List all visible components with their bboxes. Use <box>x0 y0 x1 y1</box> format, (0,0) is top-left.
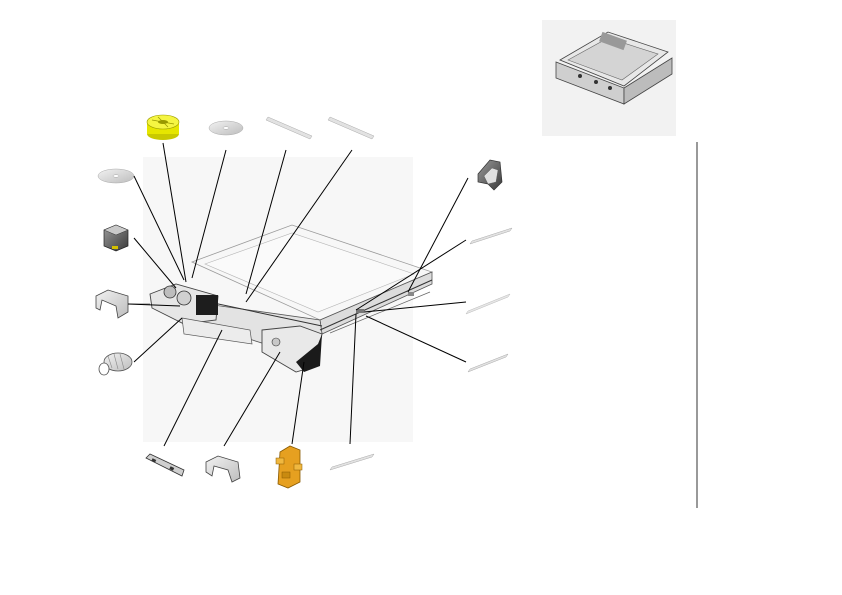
leader-pin-right-b <box>363 301 467 313</box>
thin-strip-b <box>327 116 375 140</box>
black-gear-housing <box>196 295 218 315</box>
leader-washer-left <box>133 175 185 281</box>
leader-spring <box>133 317 183 363</box>
thin-strip-a <box>265 116 313 140</box>
rail-strip-bottom <box>145 453 185 477</box>
leader-washer-right <box>191 149 227 279</box>
leader-lines <box>127 142 469 447</box>
flat-washer-left <box>97 168 135 184</box>
coil-spring <box>98 352 133 376</box>
leader-rail-strip <box>163 329 223 447</box>
bent-bracket-bottom <box>205 455 241 483</box>
orange-latch-block <box>275 445 303 489</box>
leader-bracket-bottom <box>223 351 281 447</box>
leader-motor <box>133 237 177 289</box>
motor-block <box>103 224 129 252</box>
clamp-top-right <box>477 159 503 191</box>
pin-right-a <box>469 227 513 245</box>
leader-strip-b <box>245 149 353 303</box>
bent-bracket-left <box>95 289 150 319</box>
pin-right-c <box>467 353 509 373</box>
assembled-preview <box>542 20 676 136</box>
leader-pin-right-c <box>365 315 467 363</box>
leader-bracket-left <box>127 303 181 307</box>
flat-washer-right <box>208 120 244 136</box>
leader-pulley <box>162 142 187 283</box>
leader-clamp <box>407 177 469 293</box>
thin-pin-bottom <box>329 453 375 471</box>
leader-pin-bottom <box>349 313 357 445</box>
leader-pin-right-a <box>355 239 467 311</box>
yellow-pulley-wheel <box>146 114 180 140</box>
leader-orange-latch <box>291 361 305 445</box>
leader-strip-a <box>245 149 287 295</box>
pin-right-b <box>465 293 511 315</box>
